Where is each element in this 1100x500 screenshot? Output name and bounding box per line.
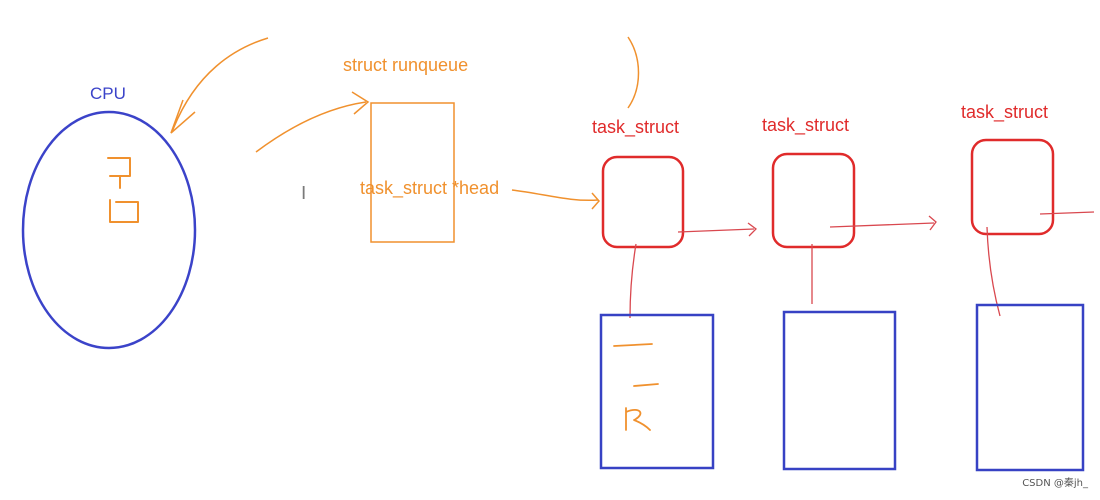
- link-2-to-3: [829, 222, 935, 228]
- arrow-to-cpu: [171, 37, 269, 133]
- head-pointer-label: task_struct *head: [360, 178, 500, 198]
- runqueue-box: [370, 102, 455, 243]
- task-struct-label-2: task_struct: [762, 115, 850, 135]
- code-scribble-1: [613, 343, 653, 347]
- stray-arc: [627, 36, 640, 109]
- task-struct-box-1: [601, 155, 685, 249]
- task-struct-label-3: task_struct: [961, 102, 1049, 122]
- code-box-1: [599, 313, 715, 470]
- task-struct-label-1: task_struct: [592, 117, 680, 137]
- code-box-2: [782, 310, 897, 471]
- runqueue-label: struct runqueue: [343, 55, 469, 75]
- arrow-to-runqueue: [255, 101, 367, 153]
- task-struct-box-3: [970, 138, 1055, 236]
- code-box-3: [975, 303, 1085, 472]
- arrow-to-runqueue-head: [351, 91, 370, 115]
- code-scribble-3: [625, 407, 651, 431]
- link-3-next: [1039, 211, 1095, 215]
- link-1-to-code: [629, 243, 637, 319]
- watermark: CSDN @秦jh_: [1022, 478, 1088, 489]
- arrow-head-to-task1: [511, 189, 599, 202]
- text-cursor-icon: I: [301, 183, 307, 204]
- task-struct-box-2: [771, 152, 856, 249]
- cpu-ellipse: [21, 110, 197, 350]
- cpu-label: CPU: [90, 84, 126, 103]
- code-scribble-2: [633, 383, 659, 387]
- arrow-to-cpu-head: [170, 99, 196, 134]
- link-1-to-2: [677, 228, 755, 233]
- link-2-to-3-head: [928, 215, 937, 231]
- arrow-head-to-task1-head: [591, 192, 600, 210]
- link-1-to-2-head: [747, 222, 757, 237]
- cpu-scribble: [107, 157, 139, 223]
- link-3-to-code: [986, 226, 1001, 317]
